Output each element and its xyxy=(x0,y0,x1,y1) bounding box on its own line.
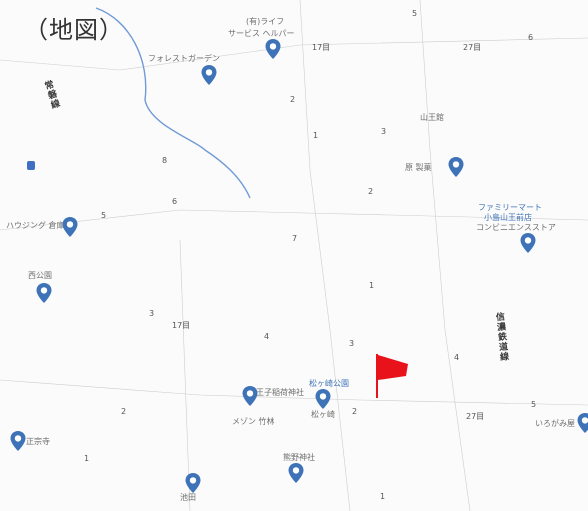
block-number: 7 xyxy=(292,234,298,243)
place-label: (有)ライフ xyxy=(246,17,285,26)
red-flag-icon[interactable] xyxy=(372,352,412,400)
place-label: 池田 xyxy=(180,493,196,502)
place-label: サービス ヘルパー xyxy=(228,29,295,38)
block-number: 2 xyxy=(290,95,296,104)
place-label: 熊野神社 xyxy=(283,453,315,462)
place-label: フォレストガーデン xyxy=(148,54,220,63)
place-label: メゾン 竹林 xyxy=(232,417,275,426)
block-number: 6 xyxy=(172,197,178,206)
place-label: ハウジング 倉庫 xyxy=(6,221,65,230)
block-number: 1 xyxy=(84,454,90,463)
block-number: 1 xyxy=(313,131,319,140)
place-label: ファミリーマート xyxy=(478,203,542,212)
block-number: 5 xyxy=(412,9,418,18)
pin-icon[interactable] xyxy=(9,430,27,452)
pin-icon[interactable] xyxy=(61,216,79,238)
block-number: 2 xyxy=(368,187,374,196)
place-label: 正宗寺 xyxy=(26,437,50,446)
block-number: 27目 xyxy=(466,412,485,421)
block-number: 3 xyxy=(349,339,355,348)
pin-icon[interactable] xyxy=(200,64,218,86)
block-number: 17目 xyxy=(312,43,331,52)
place-label: 王子稲荷神社 xyxy=(256,388,304,397)
block-number: 8 xyxy=(162,156,168,165)
pin-icon[interactable] xyxy=(35,282,53,304)
block-number: 4 xyxy=(264,332,270,341)
pin-icon[interactable] xyxy=(287,462,305,484)
place-label: 松ヶ崎 xyxy=(311,410,335,419)
pin-icon[interactable] xyxy=(241,385,259,407)
place-label: 山王館 xyxy=(420,113,444,122)
block-number: 2 xyxy=(121,407,127,416)
pin-icon[interactable] xyxy=(519,232,537,254)
pin-icon[interactable] xyxy=(314,388,332,410)
pin-icon[interactable] xyxy=(576,412,588,434)
block-number: 1 xyxy=(369,281,375,290)
block-number: 6 xyxy=(528,33,534,42)
place-label: いろがみ屋 xyxy=(535,419,575,428)
place-label: 小島山王前店 xyxy=(484,213,532,222)
stream-line xyxy=(95,7,251,199)
pin-icon[interactable] xyxy=(447,156,465,178)
block-number: 1 xyxy=(380,492,386,501)
pin-icon[interactable] xyxy=(264,38,282,60)
place-label: 松ヶ崎公園 xyxy=(309,379,349,388)
place-label: 原 製菓 xyxy=(405,163,432,172)
block-number: 3 xyxy=(149,309,155,318)
block-number: 27目 xyxy=(463,43,482,52)
block-number: 2 xyxy=(352,407,358,416)
map-title: （地図） xyxy=(24,16,124,44)
block-number: 3 xyxy=(381,127,387,136)
place-label: コンビニエンスストア xyxy=(476,223,556,232)
block-number: 5 xyxy=(531,400,537,409)
transit-icon[interactable] xyxy=(27,161,35,170)
block-number: 5 xyxy=(101,211,107,220)
block-number: 17目 xyxy=(172,321,191,330)
block-number: 4 xyxy=(454,353,460,362)
place-label: 西公園 xyxy=(28,271,52,280)
pin-icon[interactable] xyxy=(184,472,202,494)
